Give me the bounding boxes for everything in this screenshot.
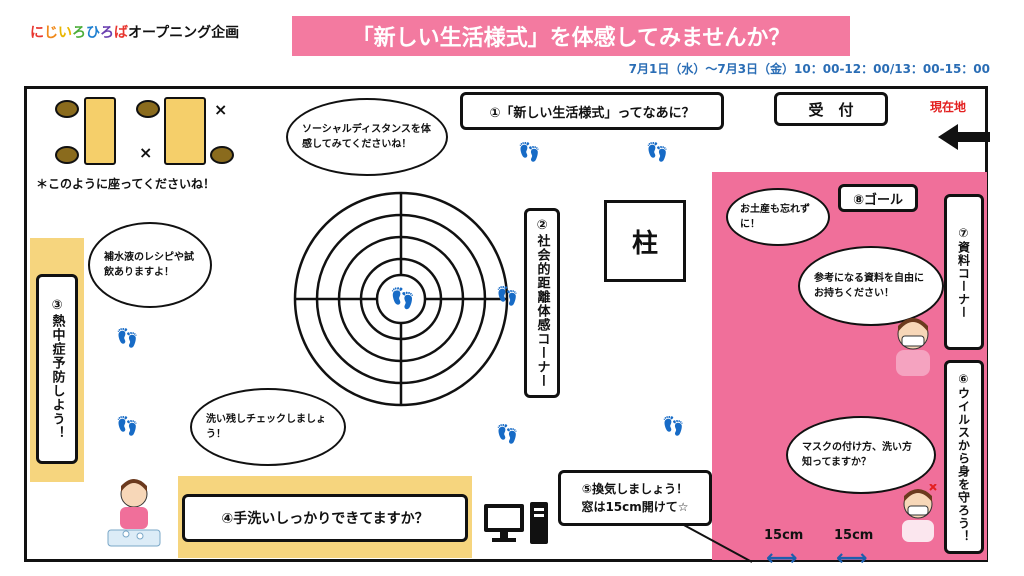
computer-icon (484, 502, 548, 544)
station-6-label: ⑥ウイルスから身を守ろう！ (944, 360, 984, 554)
window-width-label: 15cm (764, 528, 804, 543)
current-location-arrow-icon (938, 124, 990, 150)
distance-circles (293, 191, 509, 407)
footprints-icon: 👣 (116, 416, 139, 437)
station-4-label: ④手洗いしっかりできてますか？ (182, 494, 468, 542)
bubble-souvenir: お土産も忘れずに！ (726, 188, 830, 246)
seating-note: ＊このように座ってくださいね！ (36, 177, 216, 191)
brand-rest: オープニング企画 (128, 25, 240, 41)
bubble-wash: 洗い残しチェックしましょう！ (190, 388, 346, 466)
brand-char: じ (44, 25, 58, 41)
brand-char: ろ (72, 25, 86, 41)
bubble-materials: 参考になる資料を自由にお持ちください！ (798, 246, 944, 326)
footprints-icon: 👣 (662, 416, 685, 437)
table-icon (84, 97, 116, 165)
handwashing-person-icon (107, 479, 161, 547)
x-mark: × (214, 100, 228, 119)
stool-icon (55, 146, 79, 164)
pillar-label: 柱 (604, 200, 686, 282)
current-location-label: 現在地 (930, 100, 967, 114)
station-5-line2: 窓は15cm開けて☆ (581, 500, 689, 514)
bubble-drink: 補水液のレシピや試飲ありますよ！ (88, 222, 212, 308)
door-marker (985, 128, 988, 152)
brand-char: ば (114, 25, 128, 41)
event-brand: にじいろひろばオープニング企画 (30, 22, 239, 42)
stool-icon (136, 100, 160, 118)
footprints-icon: 👣 (116, 328, 139, 349)
reception-label: 受 付 (774, 92, 888, 126)
footprints-icon: 👣 (646, 142, 669, 163)
center-footprints-icon: 👣 (390, 286, 415, 310)
x-mark: × (139, 143, 153, 162)
bubble-mask: マスクの付け方、洗い方知ってますか？ (786, 416, 936, 494)
footprints-icon: 👣 (496, 286, 519, 307)
window-width-label: 15cm (834, 528, 874, 543)
station-5-line1: ⑤換気しましょう！ (581, 482, 689, 496)
station-2-label: ②社会的距離体感コーナー (524, 208, 560, 398)
footprints-icon: 👣 (518, 142, 541, 163)
brand-char: に (30, 25, 44, 41)
masked-person-icon (896, 318, 930, 376)
station-1-label: ①「新しい生活様式」ってなあに？ (460, 92, 724, 130)
station-8-label: ⑧ゴール (838, 184, 918, 212)
event-dates: 7月1日（水）～7月3日（金）10：00-12：00/13：00-15：00 (628, 62, 990, 76)
double-arrow-icon: ⟷ (766, 546, 798, 571)
headline-banner: 「新しい生活様式」を体感してみませんか？ (292, 16, 850, 56)
station-3-label: ③熱中症予防しよう！ (36, 274, 78, 464)
bubble-distance: ソーシャルディスタンスを体感してみてくださいね！ (286, 98, 448, 176)
stool-icon (210, 146, 234, 164)
station-7-label: ⑦資料コーナー (944, 194, 984, 350)
footprints-icon: 👣 (496, 424, 519, 445)
station-5-label: ⑤換気しましょう！ 窓は15cm開けて☆ (558, 470, 712, 526)
brand-char: ひ (86, 25, 100, 41)
stool-icon (55, 100, 79, 118)
double-arrow-icon: ⟷ (836, 546, 868, 571)
brand-char: ろ (100, 25, 114, 41)
station-5-pointer (681, 523, 753, 563)
table-icon (164, 97, 206, 165)
masked-person-icon (902, 484, 937, 542)
brand-char: い (58, 25, 72, 41)
